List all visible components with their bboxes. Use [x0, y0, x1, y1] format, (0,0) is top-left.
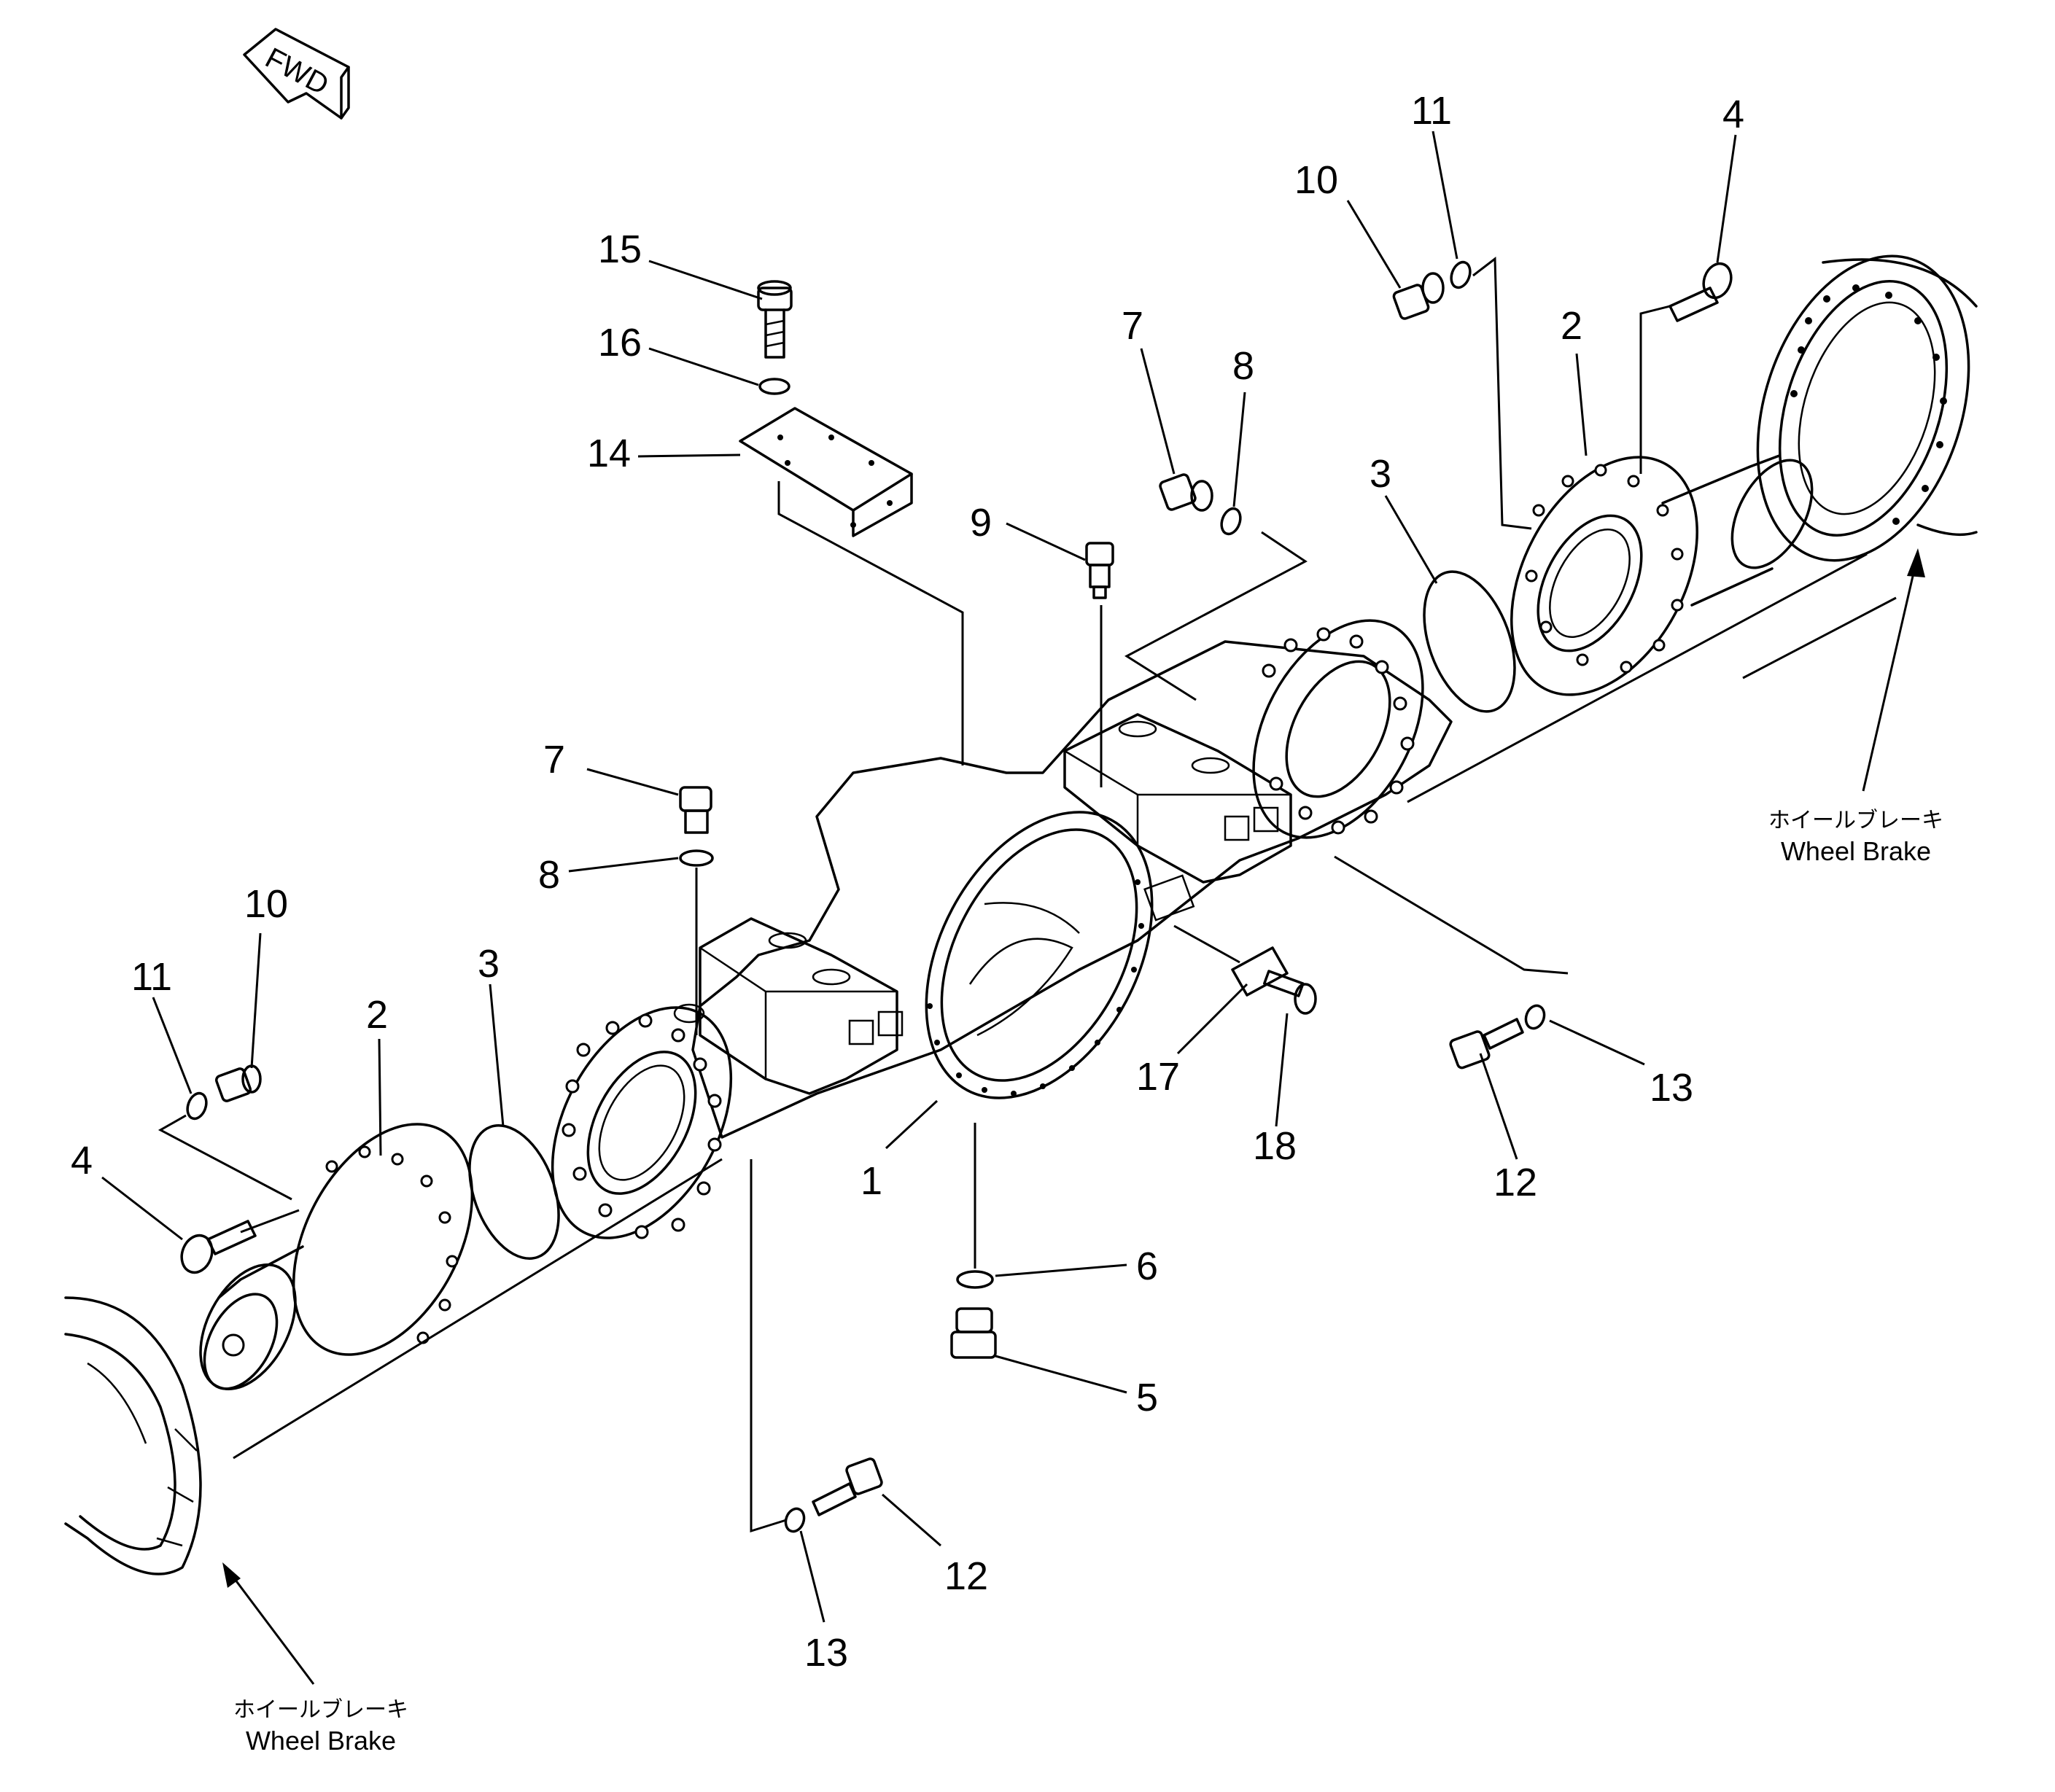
callout-17: 17: [1136, 1055, 1180, 1099]
callout-4-left: 4: [71, 1139, 93, 1183]
callout-8-top: 8: [1232, 344, 1254, 388]
brake-teeth: [1790, 284, 1947, 525]
flange-bolt-holes: [927, 879, 1144, 1096]
fwd-label: FWD: [260, 42, 334, 101]
bolt-18: [1263, 970, 1317, 1015]
left-hub-holes: [325, 1145, 459, 1344]
axle-housing: [551, 619, 1453, 1239]
callout-8-mid: 8: [538, 853, 560, 897]
right-flange-holes: [1262, 627, 1415, 835]
callout-10-left: 10: [244, 882, 288, 926]
plug-7-mid: [679, 786, 712, 834]
callout-leaders: [101, 130, 1737, 1623]
callout-2-right: 2: [1561, 304, 1582, 348]
callout-4-right: 4: [1722, 93, 1744, 136]
plug-7-top: [1159, 473, 1213, 512]
callout-11-left: 11: [131, 955, 172, 999]
right-hub-holes: [1525, 464, 1684, 674]
callout-12-bottom: 12: [944, 1554, 988, 1598]
breather-9: [1085, 542, 1114, 599]
callout-18: 18: [1253, 1124, 1297, 1168]
callout-10-right: 10: [1294, 158, 1338, 202]
wheel-brake-left-en: Wheel Brake: [246, 1726, 396, 1756]
o-ring-11-right: [1450, 260, 1472, 289]
left-flange-holes: [562, 1013, 722, 1239]
callout-labels: 15 16 14 9 7 8 7 8 10 11 4 2 3 10 11 2 3…: [71, 89, 1744, 1675]
callout-11-right: 11: [1411, 89, 1452, 133]
callout-6: 6: [1136, 1244, 1158, 1288]
callout-3-left: 3: [478, 942, 500, 986]
bolt-12-right: [1449, 1018, 1524, 1070]
callout-12-right: 12: [1493, 1161, 1537, 1204]
o-ring-8-mid: [679, 849, 714, 867]
washer-13-bottom: [784, 1507, 806, 1533]
o-ring-right: [1423, 570, 1516, 713]
o-ring-11-left: [186, 1091, 208, 1121]
callout-3-right: 3: [1370, 452, 1391, 496]
right-hub: [1510, 454, 1814, 696]
o-ring-8-top: [1220, 507, 1242, 536]
bracket-washer: [758, 378, 790, 395]
callout-16: 16: [598, 321, 642, 365]
callout-5: 5: [1136, 1376, 1158, 1419]
wheel-brake-right-jp: ホイールブレーキ: [1768, 809, 1943, 833]
callout-9: 9: [970, 501, 992, 545]
wheel-brake-left-jp: ホイールブレーキ: [233, 1698, 408, 1722]
callout-13-right: 13: [1650, 1066, 1693, 1110]
right-wheel-brake: [1756, 254, 1978, 562]
callout-7-mid: 7: [543, 738, 565, 782]
callout-13-bottom: 13: [804, 1631, 848, 1675]
fwd-arrow-icon: FWD: [243, 28, 350, 120]
callout-2-left: 2: [366, 993, 388, 1037]
callout-7-top: 7: [1122, 304, 1143, 348]
washer-13-right: [1524, 1004, 1546, 1030]
o-ring-left: [468, 1124, 560, 1260]
bolt-4-right: [1669, 262, 1733, 322]
wheel-brake-caption-right: ホイールブレーキ Wheel Brake: [1768, 548, 1943, 866]
bracket: [739, 407, 913, 537]
callout-14: 14: [587, 432, 631, 475]
callout-1: 1: [861, 1159, 882, 1203]
bracket-bolt: [757, 280, 793, 359]
bolt-4-left: [180, 1220, 257, 1274]
drain-plug-5: [950, 1307, 997, 1359]
left-wheel-brake: [64, 1296, 202, 1575]
wheel-brake-caption-left: ホイールブレーキ Wheel Brake: [222, 1562, 408, 1756]
plug-10-left: [214, 1064, 262, 1102]
cover-17: [1231, 946, 1289, 997]
left-hub: [199, 1123, 474, 1390]
o-ring-6: [956, 1270, 994, 1289]
wheel-brake-right-en: Wheel Brake: [1781, 836, 1931, 866]
bolt-12-bottom: [812, 1457, 883, 1516]
assembly-lines: [158, 257, 1897, 1533]
plug-10-right: [1392, 272, 1445, 320]
callout-15: 15: [598, 227, 642, 271]
